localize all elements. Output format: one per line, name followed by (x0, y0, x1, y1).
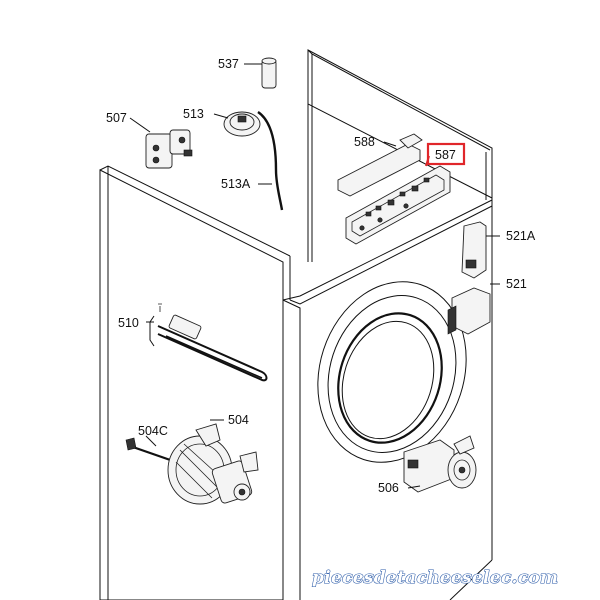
callout-513: 513 (183, 107, 204, 121)
callout-588: 588 (354, 135, 375, 149)
highlight-box-587 (426, 142, 466, 166)
part-537-cylinder: 537 (218, 57, 277, 89)
callout-507: 507 (106, 111, 127, 125)
part-513-pressure-switch: 513 (183, 107, 261, 137)
cabinet-front-panel (282, 199, 493, 600)
callout-521a: 521A (506, 229, 536, 243)
callout-513a: 513A (221, 177, 251, 191)
watermark-text: piecesdetacheeselec.com (312, 568, 558, 588)
part-521a-latch-bracket: 521A (461, 221, 536, 279)
callout-587: 587 (435, 148, 456, 162)
callout-504: 504 (228, 413, 249, 427)
cabinet-left-panel (99, 165, 291, 600)
callout-521: 521 (506, 277, 527, 291)
part-507-water-valve: 507 (106, 111, 193, 169)
part-513a-hose: 513A (221, 111, 284, 211)
part-588-bracket: 588 (337, 133, 423, 197)
part-504c-screw: 504C (125, 424, 177, 464)
watermark: piecesdetacheeselec.com (311, 567, 558, 588)
part-504-motor: 504 (167, 413, 259, 505)
part-521-door-interlock: 521 (447, 277, 527, 335)
door-opening (317, 281, 467, 463)
part-510-heating-element: 510 (118, 303, 268, 382)
callout-510: 510 (118, 316, 139, 330)
callout-506: 506 (378, 481, 399, 495)
cabinet-rear-panel (307, 49, 493, 262)
callout-504c: 504C (138, 424, 168, 438)
part-506-drain-pump: 506 (378, 435, 477, 495)
part-587-control-board: 587 (345, 142, 466, 245)
callout-537: 537 (218, 57, 239, 71)
